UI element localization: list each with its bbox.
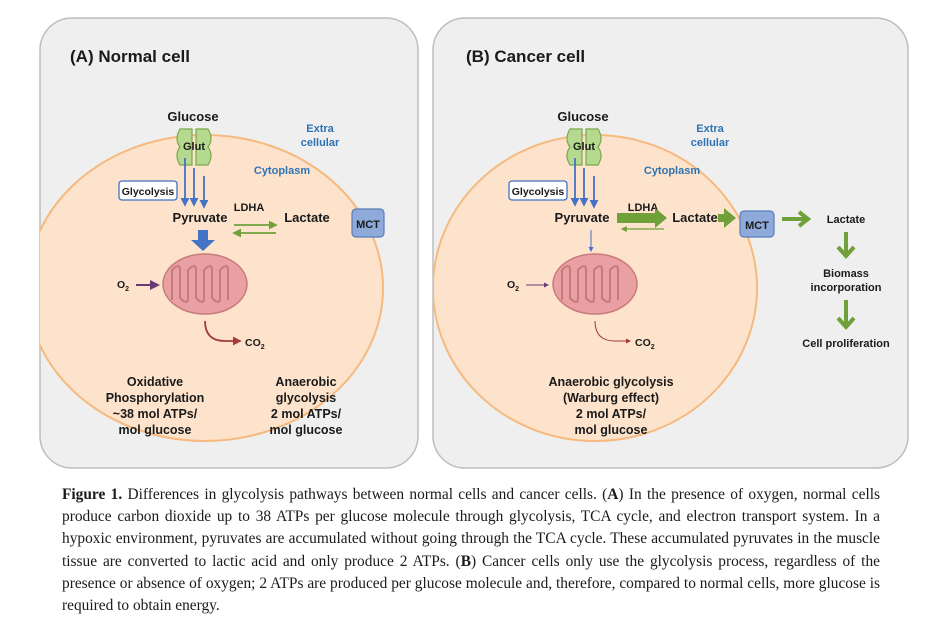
glut-transporter-icon: Glut [176, 128, 212, 166]
glucose-arrows [570, 158, 599, 209]
cytoplasm-label: Cytoplasm [644, 165, 700, 177]
svg-text:Glycolysis: Glycolysis [122, 186, 175, 198]
figure-caption: Figure 1. Differences in glycolysis path… [62, 484, 880, 617]
svg-text:2 mol ATPs/: 2 mol ATPs/ [271, 407, 342, 421]
extracellular-lactate-label: Lactate [827, 214, 866, 226]
caption-ref-b: B [460, 552, 471, 570]
caption-text-3: ) Cancer cells only use the glycolysis p… [62, 552, 880, 615]
extracellular-label: Extra [696, 123, 724, 135]
glucose-arrows [180, 158, 209, 209]
panel-title: (B) Cancer cell [466, 47, 585, 66]
ldha-reversible-arrows [232, 220, 278, 238]
caption-text-2: ) In the presence of oxygen, normal cell… [62, 486, 880, 570]
co2-label: CO2 [635, 337, 655, 351]
svg-text:mol glucose: mol glucose [575, 423, 648, 437]
pyruvate-label: Pyruvate [555, 210, 610, 225]
extracellular-label-2: cellular [301, 137, 340, 149]
panel-cancer-cell: (B) Cancer cell Glucose Glut Extra cellu… [432, 17, 909, 469]
pyruvate-to-mitochondria-arrow [191, 230, 215, 251]
svg-text:MCT: MCT [745, 220, 769, 232]
caption-text-1: Differences in glycolysis pathways betwe… [122, 486, 608, 503]
cell-proliferation-label: Cell proliferation [802, 338, 890, 350]
o2-label: O2 [507, 279, 519, 293]
svg-text:glycolysis: glycolysis [276, 391, 336, 405]
glycolysis-box [508, 180, 568, 201]
anaerobic-glycolysis-text: Anaerobic glycolysis 2 mol ATPs/ mol glu… [270, 375, 343, 437]
caption-ref-a: A [607, 486, 619, 503]
svg-text:mol glucose: mol glucose [119, 423, 192, 437]
o2-label: O2 [117, 279, 129, 293]
lactate-label: Lactate [284, 210, 330, 225]
ldha-thick-arrow [617, 208, 667, 228]
ldha-label: LDHA [628, 202, 659, 214]
biomass-label-2: incorporation [811, 282, 882, 294]
svg-text:Glycolysis: Glycolysis [512, 186, 565, 198]
mitochondria-icon [552, 253, 638, 315]
extracellular-label-2: cellular [691, 137, 730, 149]
co2-arrow [204, 320, 242, 346]
glycolysis-box [118, 180, 178, 201]
glucose-label: Glucose [557, 109, 608, 124]
biomass-label: Biomass [823, 268, 869, 280]
extracellular-label: Extra [306, 123, 334, 135]
mitochondria-icon [162, 253, 248, 315]
glut-transporter-icon: Glut [566, 128, 602, 166]
figure-diagram: (A) Normal cell Glucose Glut Extra cellu… [39, 17, 909, 469]
svg-text:~38 mol ATPs/: ~38 mol ATPs/ [113, 407, 198, 421]
glucose-label: Glucose [167, 109, 218, 124]
co2-label: CO2 [245, 337, 265, 351]
panel-title: (A) Normal cell [70, 47, 190, 66]
cytoplasm-label: Cytoplasm [254, 165, 310, 177]
svg-text:Glut: Glut [183, 141, 205, 153]
lactate-to-biomass-arrow [836, 232, 856, 260]
svg-text:Anaerobic glycolysis: Anaerobic glycolysis [548, 375, 673, 389]
svg-text:Phosphorylation: Phosphorylation [106, 391, 205, 405]
panel-normal-cell: (A) Normal cell Glucose Glut Extra cellu… [39, 17, 419, 469]
svg-text:(Warburg effect): (Warburg effect) [563, 391, 659, 405]
svg-text:MCT: MCT [356, 219, 380, 231]
oxidative-phosphorylation-text: Oxidative Phosphorylation ~38 mol ATPs/ … [106, 375, 205, 437]
pyruvate-label: Pyruvate [173, 210, 228, 225]
mct-transporter: MCT [351, 208, 385, 238]
svg-text:2 mol ATPs/: 2 mol ATPs/ [576, 407, 647, 421]
svg-text:mol glucose: mol glucose [270, 423, 343, 437]
mct-transporter: MCT [739, 210, 775, 238]
svg-text:Oxidative: Oxidative [127, 375, 183, 389]
co2-arrow [594, 320, 631, 344]
svg-text:Glut: Glut [573, 141, 595, 153]
caption-label: Figure 1. [62, 486, 123, 503]
warburg-effect-text: Anaerobic glycolysis (Warburg effect) 2 … [548, 375, 673, 437]
lactate-to-mct-arrow [718, 208, 736, 228]
mct-to-lactate-arrow [782, 210, 812, 228]
ldha-label: LDHA [234, 202, 265, 214]
lactate-label: Lactate [672, 210, 718, 225]
svg-text:Anaerobic: Anaerobic [275, 375, 336, 389]
biomass-to-proliferation-arrow [836, 300, 856, 331]
